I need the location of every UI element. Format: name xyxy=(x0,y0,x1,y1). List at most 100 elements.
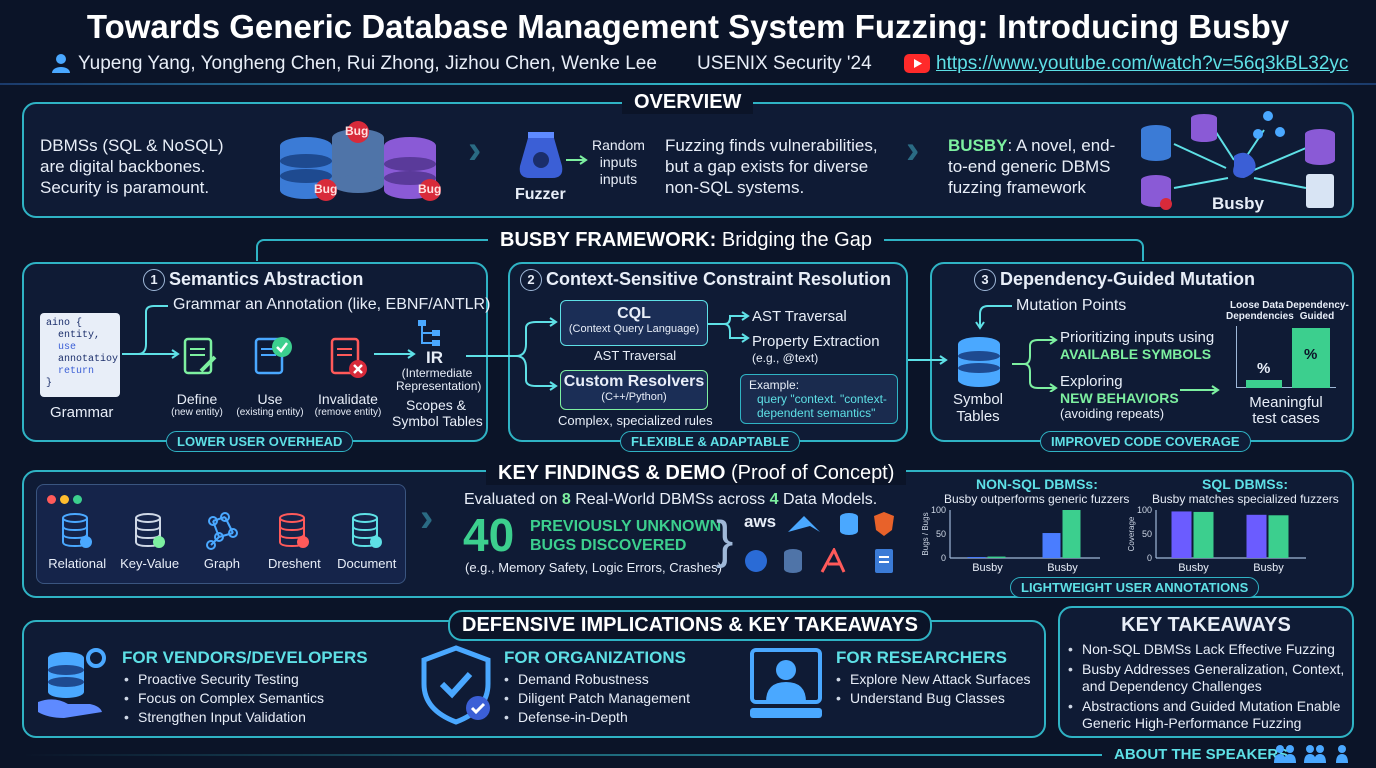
symbol-tables-icon xyxy=(956,336,1002,388)
data-model-label: Dreshent xyxy=(267,556,321,571)
chevron-right-icon: › xyxy=(420,496,434,540)
list-item: Focus on Complex Semantics xyxy=(124,689,324,708)
data-model-item: Dreshent xyxy=(259,511,329,581)
annotations-tag: LIGHTWEIGHT USER ANNOTATIONS xyxy=(1010,577,1260,598)
list-item: Demand Robustness xyxy=(504,670,690,689)
bar-guided xyxy=(1292,328,1330,388)
ast-traversal-below: AST Traversal xyxy=(594,348,677,363)
s2-connector xyxy=(466,314,562,396)
chart-tick-label: 100 xyxy=(931,505,946,515)
data-model-item: Relational xyxy=(42,511,112,581)
page-title: Towards Generic Database Management Syst… xyxy=(86,8,1290,45)
complex-rules: Complex, specialized rules xyxy=(558,413,713,428)
data-model-item: Key-Value xyxy=(115,511,185,581)
mutation-points: Mutation Points xyxy=(1016,297,1127,314)
youtube-icon[interactable] xyxy=(904,54,930,73)
random-inputs-text: Random inputs inputs xyxy=(592,137,645,187)
bug-badge: Bug xyxy=(345,124,369,138)
chart2-subtitle: Busby matches specialized fuzzers xyxy=(1152,492,1339,506)
cql-box: CQL (Context Query Language) xyxy=(560,300,708,346)
data-model-item: Document xyxy=(332,511,402,581)
chart-bar xyxy=(1268,515,1289,558)
implications-title: DEFENSIVE IMPLICATIONS & KEY TAKEAWAYS xyxy=(448,610,932,641)
list-item: Proactive Security Testing xyxy=(124,670,324,689)
arrow-right-icon xyxy=(566,152,590,165)
list-item: Strengthen Input Validation xyxy=(124,708,324,727)
shield-icon xyxy=(418,644,494,726)
busby-text: BUSBY: A novel, end- to-end generic DBMS… xyxy=(948,136,1116,197)
s1-flow-arrows xyxy=(118,304,418,360)
chevron-right-icon: › xyxy=(468,128,482,172)
list-item: Abstractions and Guided Mutation Enable … xyxy=(1068,698,1348,732)
cql-arrows xyxy=(708,306,752,346)
lower-overhead-tag: LOWER USER OVERHEAD xyxy=(166,431,354,452)
data-model-label: Relational xyxy=(48,556,107,571)
researchers-title: FOR RESEARCHERS xyxy=(836,648,1007,667)
bug-badge: Bug xyxy=(418,182,442,196)
dependency-mutation-panel xyxy=(930,262,1354,442)
dbms-logos: aws xyxy=(740,512,900,578)
bracket: } xyxy=(716,511,734,569)
findings-title: KEY FINDINGS & DEMO (Proof of Concept) xyxy=(486,462,907,485)
chart-bar xyxy=(1193,511,1214,558)
s3-in-arrow xyxy=(908,352,952,365)
scopes-label: Scopes &Symbol Tables xyxy=(392,397,483,429)
overview-panel xyxy=(22,102,1354,218)
chart-category-label: Busby xyxy=(1253,562,1284,574)
ast-traversal: AST Traversal xyxy=(752,308,847,325)
meaningful-arrow xyxy=(1180,382,1224,395)
ir-label: IR xyxy=(426,348,443,367)
invalidate-icon xyxy=(330,337,370,379)
window-min-dot[interactable] xyxy=(60,495,69,504)
step-number-badge: 1 xyxy=(143,269,165,292)
chart-bar xyxy=(967,557,986,559)
coverage-tag: IMPROVED CODE COVERAGE xyxy=(1040,431,1251,452)
footer-line xyxy=(22,754,1102,756)
data-model-label: Graph xyxy=(203,556,241,571)
relational-icon xyxy=(62,513,93,548)
bar-loose xyxy=(1246,380,1282,388)
fuzzer-icon xyxy=(516,130,566,182)
chart1-title: NON-SQL DBMSs: xyxy=(976,476,1098,492)
takeaways-title: KEY TAKEAWAYS xyxy=(1121,614,1291,636)
dbms-text: DBMSs (SQL & NoSQL) are digital backbone… xyxy=(40,136,224,197)
window-close-dot[interactable] xyxy=(47,495,56,504)
list-item: Explore New Attack Surfaces xyxy=(836,670,1031,689)
custom-resolvers-box: Custom Resolvers (C++/Python) xyxy=(560,370,708,410)
define-label: Define(new entity) xyxy=(171,391,223,418)
flexible-tag: FLEXIBLE & ADAPTABLE xyxy=(620,431,801,452)
chart-tick-label: 50 xyxy=(1142,529,1152,539)
window-max-dot[interactable] xyxy=(73,495,82,504)
data-models-window: Relational Key-Value Graph Dreshent Document xyxy=(36,484,406,584)
list-item: Diligent Patch Management xyxy=(504,689,690,708)
takeaways-list: Non-SQL DBMSs Lack Effective Fuzzing Bus… xyxy=(1068,641,1348,732)
speakers-icon[interactable] xyxy=(1274,744,1354,764)
step-number-badge: 2 xyxy=(520,269,542,292)
chart-category-label: Busby xyxy=(972,562,1003,574)
coverage-axis xyxy=(1236,326,1336,388)
bug-count: 40 xyxy=(463,509,515,561)
use-icon xyxy=(254,335,294,377)
vendors-title: FOR VENDORS/DEVELOPERS xyxy=(122,648,368,667)
chart-tick-label: 0 xyxy=(1147,553,1152,563)
busby-hub-icon: Busby xyxy=(1136,108,1342,214)
video-link[interactable]: https://www.youtube.com/watch?v=56q3kBL3… xyxy=(936,53,1349,74)
chart-bar xyxy=(1246,514,1267,558)
orgs-list: Demand Robustness Diligent Patch Managem… xyxy=(504,670,690,727)
tree-icon xyxy=(416,318,448,348)
mutation-arrow xyxy=(974,302,1014,332)
overview-title: OVERVIEW xyxy=(622,91,754,114)
venue: USENIX Security '24 xyxy=(697,53,872,74)
dreshent-icon xyxy=(279,513,310,548)
data-model-label: Key-Value xyxy=(120,556,180,571)
chevron-right-icon: › xyxy=(906,128,920,172)
about-speakers-link[interactable]: ABOUT THE SPEAKERS xyxy=(1114,746,1289,763)
dbms-cylinders-icon: Bug Bug Bug xyxy=(276,116,456,208)
